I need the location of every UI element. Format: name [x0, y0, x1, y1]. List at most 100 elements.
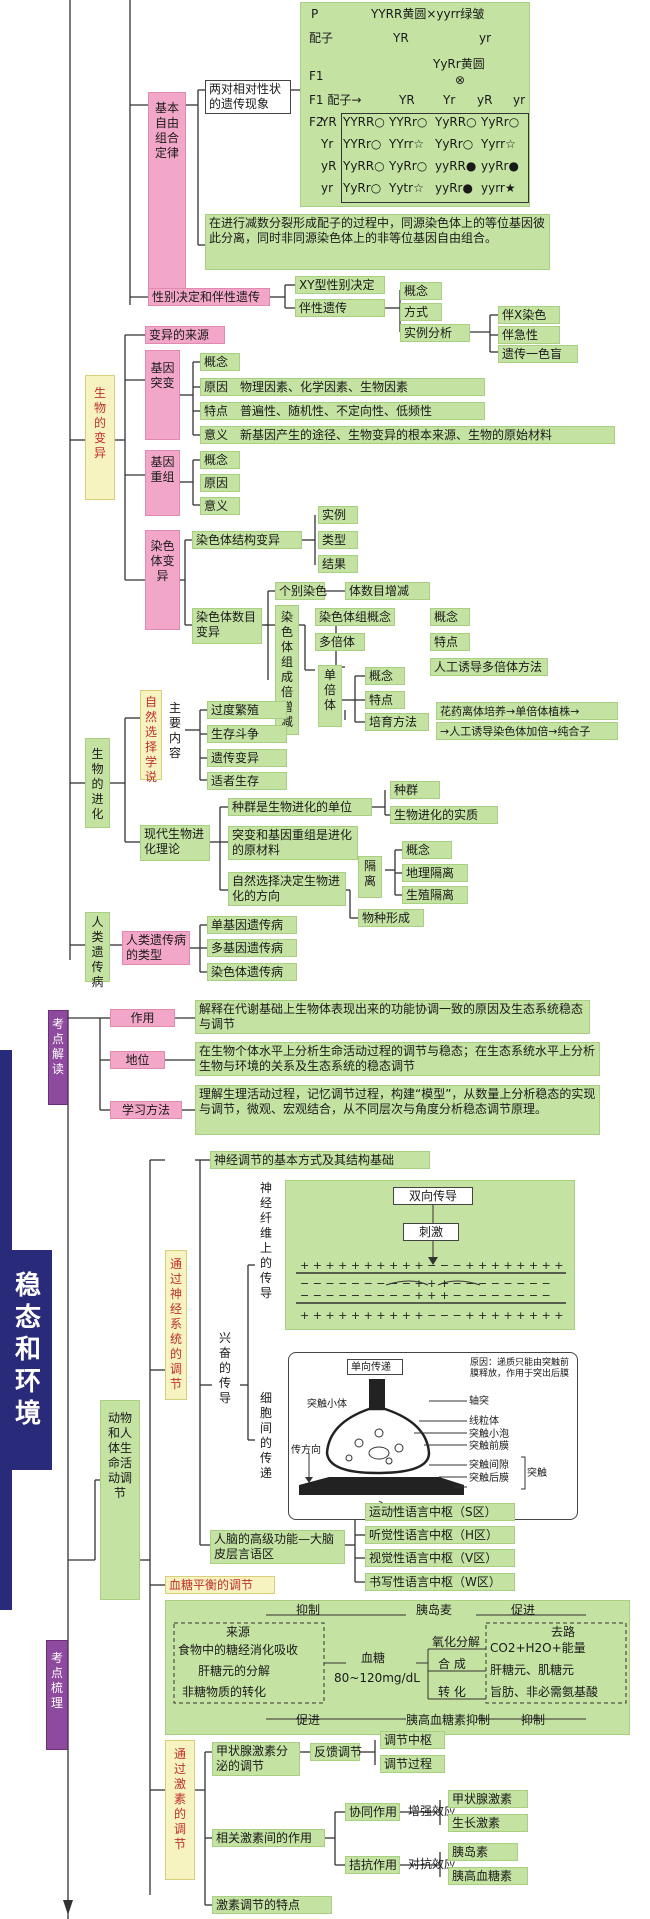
life-regulation: 动物和人体生命活动调节 — [100, 1400, 140, 1600]
comb-tab: 考点梳理 — [46, 1640, 68, 1750]
chromosome-variation: 染色体变异 — [145, 530, 180, 630]
xy-determination: XY型性别决定 — [295, 276, 385, 294]
direction-label: 传方向 — [291, 1445, 321, 1456]
sugar-range: 80~120mg/dL — [334, 1671, 420, 1685]
synapse-label: 突触 — [527, 1468, 547, 1479]
sex-determination: 性别决定和伴性遗传 — [148, 288, 270, 306]
human-disease: 人类遗传病 — [85, 912, 110, 989]
oppose: 对抗效应 — [408, 1857, 457, 1871]
regulation-process: 调节过程 — [380, 1755, 445, 1773]
feature: 特点 — [365, 691, 405, 709]
svg-text:+ + + + + + + + + + − − − + +: + + + + + + + + + + − − − + + + + + + + … — [300, 1309, 563, 1322]
glucose-diagram: 抑制 胰岛麦 促进 来源 去路 食物中的糖经消化吸收 肝糖元的分解 非糖物质的转… — [165, 1600, 630, 1735]
bidirectional: 双向传导 — [393, 1187, 473, 1205]
haploid: 单倍体 — [318, 665, 342, 727]
cell: YyRR○ — [343, 159, 385, 173]
evolution-item: 过度繁殖 — [207, 701, 287, 719]
inhibit-label: 抑制 — [296, 1603, 321, 1617]
breeding-step-2: →人工诱导染色体加倍→纯合子 — [436, 722, 618, 740]
case-analysis: 实例分析 — [400, 324, 470, 342]
variation-source: 变异的来源 — [145, 326, 225, 344]
cell: YYrr☆ — [389, 137, 425, 151]
one-way-label: 单向传递 — [347, 1359, 403, 1375]
promote-label-2: 促进 — [296, 1713, 321, 1727]
thyroxine: 甲状腺激素 — [448, 1790, 528, 1808]
isolation-item: 地理隔离 — [402, 864, 468, 882]
synapse-drawing — [299, 1379, 526, 1508]
f1-gamete: YR — [399, 93, 415, 107]
main-title: 稳态和环境 — [4, 1250, 52, 1470]
pre-label: 突触前膜 — [469, 1441, 509, 1452]
growth-hormone: 生长激素 — [448, 1814, 528, 1832]
row-gamete: Yr — [321, 137, 334, 151]
hormone-interaction: 相关激素间的作用 — [212, 1829, 325, 1847]
modern-theory: 现代生物进化理论 — [140, 825, 210, 861]
role-text: 解释在代谢基础上生物体表现出来的功能协调一致的原因及生态系统稳态与调节 — [195, 1000, 590, 1034]
svg-text:+ + + + + + + + + + − − − + +: + + + + + + + + + + − − − + + + + + + + … — [300, 1259, 563, 1272]
source-3: 非糖物质的转化 — [182, 1685, 267, 1699]
feature: 特点 普遍性、随机性、不定向性、低频性 — [200, 402, 485, 420]
oxidation: 氧化分解 — [432, 1635, 481, 1649]
disease-item: 单基因遗传病 — [207, 916, 297, 934]
reason-text: 原因：递质只能由突触前膜释放，作用于突出后膜 — [470, 1358, 570, 1379]
punnett-square — [341, 113, 529, 203]
inhibit-label-2: 抑制 — [521, 1713, 546, 1727]
evolution-title: 生物的进化 — [85, 738, 110, 828]
disease-types: 人类遗传病的类型 — [122, 931, 190, 965]
example: 实例 — [318, 506, 358, 524]
types: 类型 — [318, 531, 358, 549]
gene-mutation: 基因突变 — [145, 350, 180, 440]
source-label: 来源 — [226, 1625, 251, 1639]
hormone-feature: 激素调节的特点 — [212, 1896, 332, 1914]
conversion: 转 化 — [438, 1685, 466, 1699]
brain-area: 运动性语言中枢（S区） — [365, 1503, 515, 1521]
evolution-item: 遗传变异 — [207, 749, 287, 767]
set-variation: 染色体组成倍增减 — [275, 605, 299, 735]
enhance: 增强效应 — [408, 1804, 457, 1818]
promote-label: 促进 — [511, 1603, 536, 1617]
neural-regulation: 通过神经系统的调节 — [165, 1250, 187, 1400]
meiosis-text: 在进行减数分裂形成配子的过程中，同源染色体上的等位基因彼此分离，同时非同源染色体… — [205, 214, 550, 270]
number-variation: 染色体数目变异 — [192, 608, 262, 644]
study-text: 理解生理活动过程，记忆调节过程，构建“模型”，从数量上分析稳态的实现与调节，微观… — [195, 1085, 600, 1135]
method: 方式 — [400, 303, 442, 321]
cell: YYRr○ — [389, 115, 428, 129]
population: 种群 — [390, 781, 440, 799]
breeding-step-1: 花药离体培养→单倍体植株→ — [436, 702, 618, 720]
single-change: 体数目增减 — [345, 582, 430, 600]
bulb-label: 突触小体 — [307, 1399, 347, 1410]
polyploid: 多倍体 — [315, 633, 365, 651]
evolution-item: 适者生存 — [207, 772, 287, 790]
cell: YyRR○ — [435, 115, 477, 129]
dest-2: 肝糖元、肌糖元 — [490, 1663, 575, 1677]
cell-transmission: 细胞间的传递 — [255, 1390, 277, 1500]
concept: 概念 — [200, 353, 240, 371]
dest-label: 去路 — [551, 1625, 576, 1639]
gene-recombination: 基因重组 — [145, 450, 180, 516]
row-gamete: yR — [321, 159, 337, 173]
cell: YyRr○ — [435, 137, 474, 151]
gamete-2: yr — [479, 31, 492, 45]
color-blind: 遗传一色盲 — [498, 345, 578, 363]
gap-label: 突触间隙 — [469, 1460, 509, 1471]
x-acute: 伴急性 — [498, 326, 560, 344]
post-label: 突触后膜 — [469, 1473, 509, 1484]
nerve-fiber-drawing: + + + + + + + + + + − − − + + + + + + + … — [296, 1205, 566, 1322]
main-content: 主要内容 — [165, 700, 185, 772]
brain-area: 书写性语言中枢（W区） — [365, 1573, 515, 1591]
axon-label: 轴突 — [469, 1396, 489, 1407]
glucagon: 胰高血糖素 — [448, 1867, 528, 1885]
synergy: 协同作用 — [345, 1803, 400, 1821]
result: 结果 — [318, 555, 358, 573]
source-1: 食物中的糖经消化吸收 — [178, 1643, 299, 1657]
natural-selection: 自然选择学说 — [140, 690, 162, 784]
cause: 原因 物理因素、化学因素、生物因素 — [200, 378, 485, 396]
insulin: 胰岛素 — [448, 1843, 518, 1861]
gamete-1: YR — [393, 31, 409, 45]
glucagon-label: 胰高血糖素抑制 — [406, 1713, 491, 1727]
sex-linked: 伴性遗传 — [295, 299, 385, 317]
artificial-induction: 人工诱导多倍体方法 — [430, 658, 548, 676]
cell: YyRr○ — [481, 115, 520, 129]
structure-variation: 染色体结构变异 — [192, 531, 302, 549]
f1-gamete: yr — [513, 93, 526, 107]
